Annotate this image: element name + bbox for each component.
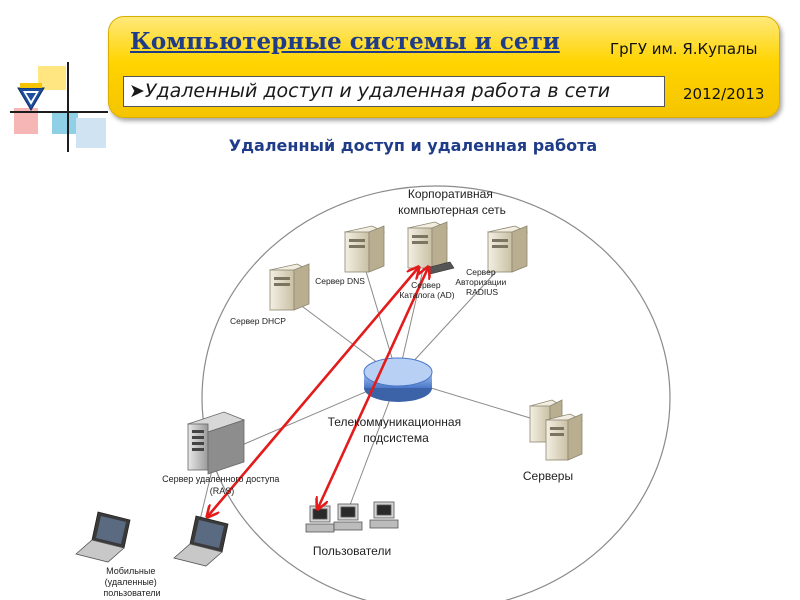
- server-auth-icon: [486, 225, 529, 273]
- server-dns-icon: [343, 225, 386, 273]
- corporate-network-ellipse: [201, 185, 671, 600]
- course-title: Компьютерные системы и сети: [130, 28, 560, 55]
- label-server-dhcp: Сервер DHCP: [230, 316, 286, 326]
- university-name: ГрГУ им. Я.Купалы: [610, 40, 758, 58]
- mobile-laptop-right-icon: [173, 515, 229, 567]
- university-emblem-icon: [17, 83, 45, 111]
- label-mobile-users: Мобильные (удаленные) пользователи: [103, 566, 160, 598]
- ras-server-icon: [186, 411, 246, 475]
- telecom-hub-icon: [363, 357, 433, 402]
- subtitle-text: Удаленный доступ и удаленная работа в се…: [144, 80, 611, 102]
- remote-access-arrows: [208, 268, 428, 516]
- server-catalog-icon: [406, 221, 455, 275]
- slide-subtitle: ➤Удаленный доступ и удаленная работа в с…: [129, 80, 610, 102]
- label-corporate-network: Корпоративная компьютерная сеть: [398, 187, 506, 217]
- servers-group-icon: [528, 399, 584, 461]
- academic-year: 2012/2013: [683, 85, 765, 103]
- label-server-catalog: Сервер Каталога (AD): [399, 280, 454, 300]
- label-server-dns: Сервер DNS: [315, 276, 365, 286]
- label-servers: Серверы: [523, 469, 573, 483]
- label-telecom: Телекоммуникационная подсистема: [328, 415, 465, 445]
- server-dhcp-icon: [268, 263, 311, 311]
- subtitle-box: [123, 76, 665, 107]
- logo-decoration: [10, 62, 108, 152]
- label-ras: Сервер удаленного доступа (RAS): [162, 474, 282, 496]
- slide-title: Удаленный доступ и удаленная работа: [228, 136, 598, 155]
- label-users: Пользователи: [313, 544, 391, 558]
- bullet-arrow-icon: ➤: [129, 80, 145, 102]
- mobile-laptop-left-icon: [75, 511, 131, 563]
- label-server-auth: Сервер Авторизации RADIUS: [455, 267, 508, 297]
